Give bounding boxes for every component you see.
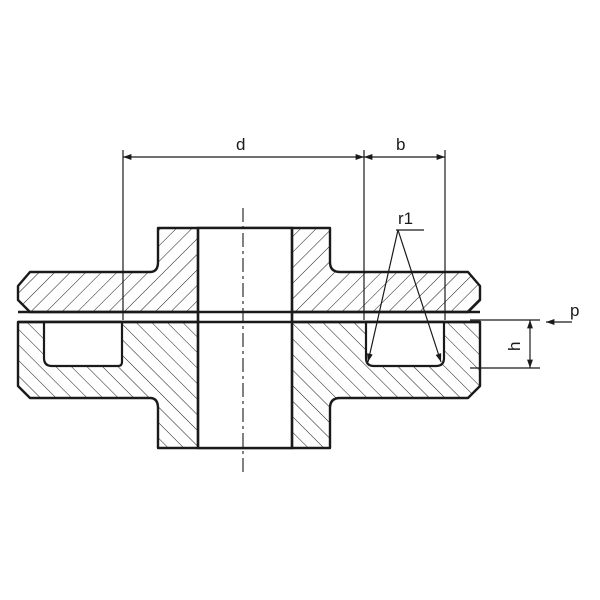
label-b: b — [396, 135, 405, 154]
bore — [196, 226, 294, 450]
label-p: p — [570, 301, 579, 320]
r1-leader-right — [397, 229, 442, 363]
left-pocket — [42, 320, 124, 368]
r1-leader-left — [366, 229, 399, 363]
label-d: d — [236, 135, 245, 154]
label-r1: r1 — [398, 209, 413, 228]
right-pocket — [364, 320, 446, 368]
label-h: h — [505, 342, 524, 351]
